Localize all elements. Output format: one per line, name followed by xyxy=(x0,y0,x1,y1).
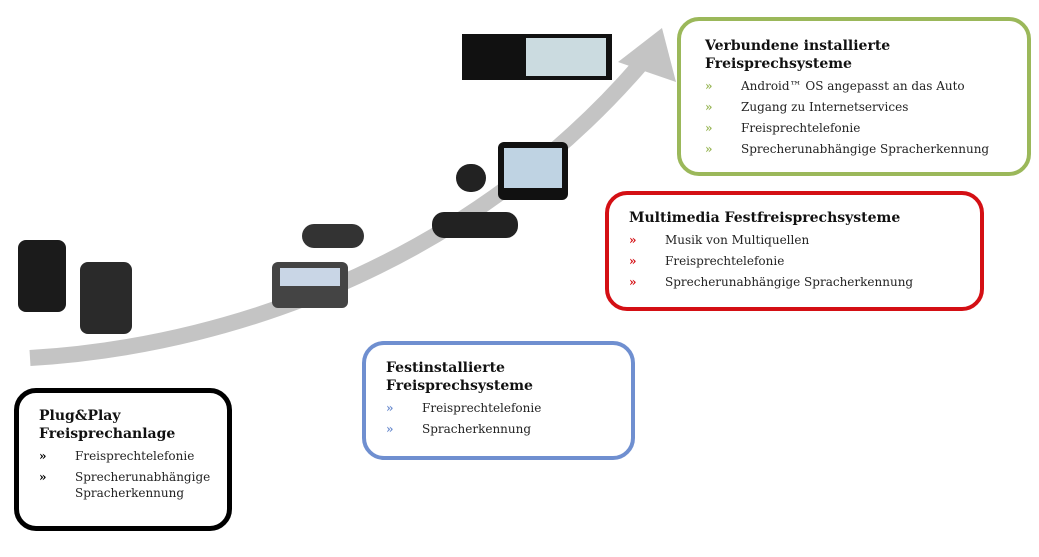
bullet-icon: » xyxy=(39,470,47,484)
stage-title: Verbundene installierte Freisprechsystem… xyxy=(705,38,891,72)
display-unit-image xyxy=(272,262,348,308)
list-item: » Zugang zu Internetservices xyxy=(705,99,1003,115)
item-text: Musik von Multiquellen xyxy=(665,233,810,247)
list-item: » Sprecherunabhängige Spracherkennung xyxy=(39,469,211,501)
stage-festinstalliert-box: Festinstallierte Freisprechsysteme » Frei… xyxy=(362,341,635,460)
item-text: Zugang zu Internetservices xyxy=(741,100,909,114)
bullet-icon: » xyxy=(705,100,713,114)
plugplay-mount-image xyxy=(80,262,132,334)
bullet-icon: » xyxy=(629,233,637,247)
bullet-icon: » xyxy=(39,449,47,463)
stage-title: Multimedia Festfreisprechsysteme xyxy=(629,210,901,226)
bullet-icon: » xyxy=(629,254,637,268)
item-text: Freisprechtelefonie xyxy=(665,254,785,268)
screen-unit-image xyxy=(498,142,568,200)
small-display-image xyxy=(432,212,518,238)
list-item: » Freisprechtelefonie xyxy=(705,120,1003,136)
stage-connected-box: Verbundene installierte Freisprechsystem… xyxy=(677,17,1031,176)
bullet-icon: » xyxy=(705,79,713,93)
item-text: Freisprechtelefonie xyxy=(741,121,861,135)
item-text: Sprecherunabhängige Spracherkennung xyxy=(741,142,990,156)
camera-device-image xyxy=(456,164,486,192)
list-item: » Android™ OS angepasst an das Auto xyxy=(705,78,1003,94)
bullet-icon: » xyxy=(629,275,637,289)
item-text: Android™ OS angepasst an das Auto xyxy=(741,79,965,93)
bullet-icon: » xyxy=(386,401,394,415)
bullet-icon: » xyxy=(705,142,713,156)
list-item: » Sprecherunabhängige Spracherkennung xyxy=(629,274,960,290)
stage-title: Plug&Play Freisprechanlage xyxy=(39,408,176,442)
item-text: Freisprechtelefonie xyxy=(422,401,542,415)
headset-device-image xyxy=(302,224,364,248)
item-text: Spracherkennung xyxy=(422,422,532,436)
stage-multimedia-box: Multimedia Festfreisprechsysteme » Musik … xyxy=(605,191,984,311)
item-text: Sprecherunabhängige Spracherkennung xyxy=(665,275,914,289)
list-item: » Freisprechtelefonie xyxy=(39,448,207,464)
list-item: » Musik von Multiquellen xyxy=(629,232,960,248)
stage-plugplay-box: Plug&Play Freisprechanlage » Freisprechte… xyxy=(14,388,232,531)
list-item: » Freisprechtelefonie xyxy=(386,400,611,416)
bullet-icon: » xyxy=(386,422,394,436)
stage-title: Festinstallierte Freisprechsysteme xyxy=(386,360,533,394)
bullet-icon: » xyxy=(705,121,713,135)
item-text: Sprecherunabhängige Spracherkennung xyxy=(75,470,211,500)
plugplay-device-image xyxy=(18,240,66,312)
list-item: » Sprecherunabhängige Spracherkennung xyxy=(705,141,1003,157)
list-item: » Freisprechtelefonie xyxy=(629,253,960,269)
connected-headunit-image xyxy=(462,34,612,80)
item-text: Freisprechtelefonie xyxy=(75,449,195,463)
list-item: » Spracherkennung xyxy=(386,421,611,437)
